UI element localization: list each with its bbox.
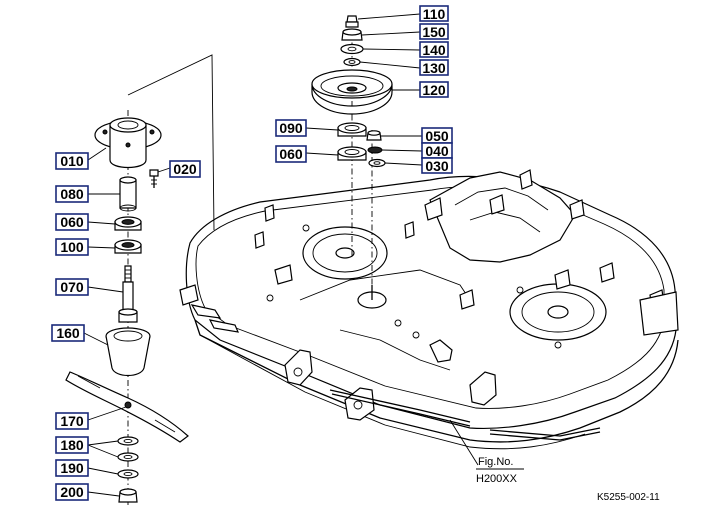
reference-code: K5255-002-11 xyxy=(597,492,660,503)
callout-030: 030 xyxy=(421,157,453,174)
callout-050: 050 xyxy=(421,127,453,144)
callout-140: 140 xyxy=(419,41,449,58)
figure-note-line1: Fig.No. xyxy=(478,456,513,468)
callout-130-label: 130 xyxy=(422,60,446,76)
bearing-100 xyxy=(114,239,142,254)
callout-070-label: 070 xyxy=(60,279,84,295)
figure-note: Fig.No. H200XX xyxy=(476,456,524,485)
spacer-080 xyxy=(119,176,137,212)
callout-150: 150 xyxy=(419,23,449,40)
callout-110: 110 xyxy=(419,5,449,22)
callout-110-label: 110 xyxy=(423,6,446,22)
callout-060-left: 060 xyxy=(55,213,89,231)
callout-010-label: 010 xyxy=(60,153,84,169)
callout-170: 170 xyxy=(55,412,89,430)
callout-040: 040 xyxy=(421,142,453,159)
figure-note-line2: H200XX xyxy=(476,473,518,485)
bearing-090 xyxy=(337,122,367,137)
washer-190 xyxy=(117,469,139,479)
mower-deck xyxy=(179,169,679,450)
pulley-120 xyxy=(311,69,393,115)
callout-190-label: 190 xyxy=(60,460,84,476)
callout-150-label: 150 xyxy=(422,24,446,40)
callout-070: 070 xyxy=(55,278,89,296)
washer-140 xyxy=(340,43,364,55)
callout-060-left-label: 060 xyxy=(60,214,84,230)
washer-180a xyxy=(117,436,139,446)
callout-060-top: 060 xyxy=(275,145,307,163)
callout-090-label: 090 xyxy=(279,120,303,136)
shaft-070 xyxy=(118,265,138,323)
callout-080-label: 080 xyxy=(60,186,84,202)
washer-180b xyxy=(117,452,139,462)
washer-030 xyxy=(368,158,386,168)
callout-200: 200 xyxy=(55,483,89,501)
nut-050 xyxy=(366,130,382,141)
callout-190: 190 xyxy=(55,459,89,477)
bolt-110 xyxy=(345,15,359,28)
washer-130 xyxy=(343,57,361,67)
blade-holder-160 xyxy=(105,327,151,377)
callout-140-label: 140 xyxy=(422,42,446,58)
leader-lines xyxy=(83,13,479,497)
housing-010 xyxy=(94,117,162,169)
callout-020: 020 xyxy=(169,160,201,178)
blade-170 xyxy=(65,371,189,443)
callout-180: 180 xyxy=(55,436,89,454)
callout-170-label: 170 xyxy=(60,413,84,429)
washer-040 xyxy=(367,146,383,154)
callout-100: 100 xyxy=(55,238,89,256)
callout-050-label: 050 xyxy=(425,128,449,144)
callout-080: 080 xyxy=(55,185,89,203)
callout-200-label: 200 xyxy=(60,484,84,500)
bearing-060-top xyxy=(337,146,367,161)
nut-150 xyxy=(341,28,363,41)
callout-120-label: 120 xyxy=(422,82,446,98)
spindle-exploded xyxy=(65,54,215,503)
callout-030-label: 030 xyxy=(425,158,449,174)
callout-130: 130 xyxy=(419,59,449,76)
callout-160-label: 160 xyxy=(56,325,80,341)
nut-200 xyxy=(118,488,138,503)
callout-020-label: 020 xyxy=(173,161,197,177)
callout-160: 160 xyxy=(51,324,85,342)
bearing-060-left xyxy=(114,216,142,231)
callout-040-label: 040 xyxy=(425,143,449,159)
callout-010: 010 xyxy=(55,152,89,170)
callout-180-label: 180 xyxy=(60,437,84,453)
bolt-020 xyxy=(149,169,159,188)
callout-100-label: 100 xyxy=(60,239,84,255)
callout-060-top-label: 060 xyxy=(279,146,303,162)
callout-090: 090 xyxy=(275,119,307,137)
callout-120: 120 xyxy=(419,81,449,98)
